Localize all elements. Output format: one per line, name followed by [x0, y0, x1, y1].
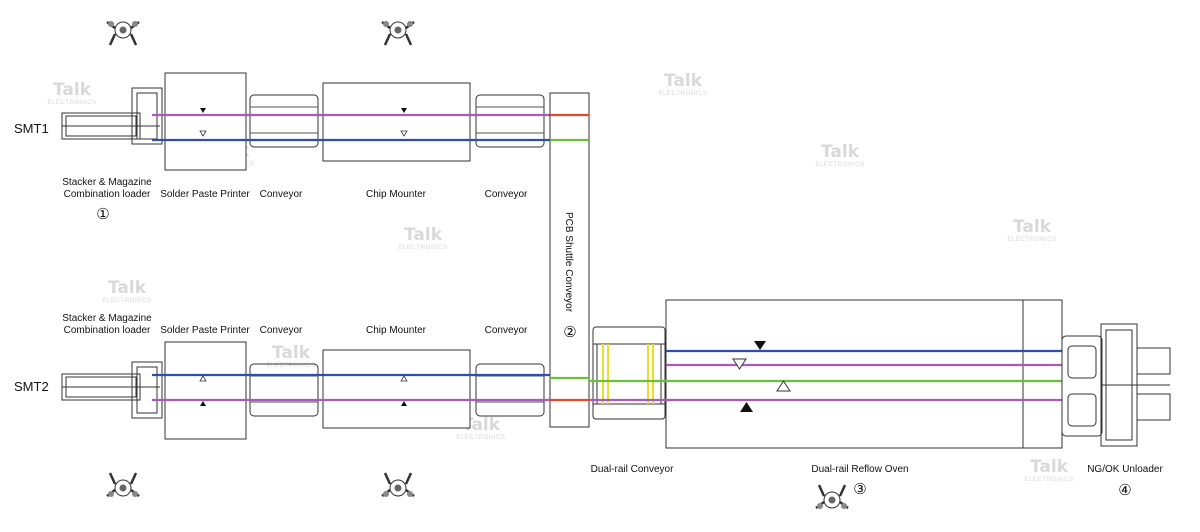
svg-text:ELECTRONICS: ELECTRONICS [266, 363, 315, 369]
smt1-printer-label: Solder Paste Printer [160, 189, 250, 200]
smt1-printer [164, 72, 247, 171]
triangle-marker-icon [199, 130, 207, 137]
smt2-printer-label: Solder Paste Printer [160, 325, 250, 336]
watermark: Talk ELECTRONICS [456, 415, 505, 441]
svg-text:Talk: Talk [664, 71, 703, 91]
svg-text:Talk: Talk [272, 343, 311, 363]
pcb-shuttle-conveyor: PCB Shuttle Conveyor ② [549, 92, 590, 428]
svg-text:Talk: Talk [1013, 217, 1052, 237]
smt1-mounter-label: Chip Mounter [366, 189, 427, 200]
smt1-conveyor-b-label: Conveyor [485, 189, 528, 200]
smt2-conveyor-a [249, 363, 319, 417]
svg-text:ELECTRONICS: ELECTRONICS [47, 100, 96, 106]
watermark: Talk ELECTRONICS [266, 343, 315, 369]
triangle-marker-icon [200, 108, 206, 113]
triangle-marker-icon [401, 401, 407, 406]
operator-icon [381, 21, 415, 46]
svg-text:ELECTRONICS: ELECTRONICS [658, 91, 707, 97]
smt1-loader-label-2: Combination loader [64, 189, 151, 200]
triangle-marker-icon [200, 401, 206, 406]
watermark: Talk ELECTRONICS [398, 225, 447, 251]
smt2-loader-label-2: Combination loader [64, 325, 151, 336]
smt1-conveyor-a-label: Conveyor [260, 189, 303, 200]
svg-text:Talk: Talk [404, 225, 443, 245]
smt1-mounter [322, 82, 471, 162]
ng-ok-unloader [1061, 323, 1171, 447]
shuttle-label: PCB Shuttle Conveyor [563, 212, 574, 313]
triangle-marker-icon [740, 402, 753, 412]
smt2-conveyor-b [475, 363, 545, 417]
svg-text:Talk: Talk [821, 142, 860, 162]
operator-icon [106, 472, 140, 497]
triangle-marker-icon [199, 375, 207, 382]
smt2-mounter-label: Chip Mounter [366, 325, 427, 336]
operator-icon [381, 472, 415, 497]
triangle-marker-icon [776, 380, 791, 392]
dual-rail-conveyor [592, 326, 666, 420]
smt1-conveyor-b [475, 94, 545, 148]
operator-icon [106, 21, 140, 46]
dual-rail-reflow-oven [665, 299, 1063, 449]
svg-text:ELECTRONICS: ELECTRONICS [1024, 477, 1073, 483]
smt1-label: SMT1 [14, 121, 49, 136]
watermark: Talk ELECTRONICS [1007, 217, 1056, 243]
watermark: Talk ELECTRONICS [815, 142, 864, 168]
smt2-conveyor-b-label: Conveyor [485, 325, 528, 336]
svg-text:Talk: Talk [462, 415, 501, 435]
svg-text:ELECTRONICS: ELECTRONICS [102, 298, 151, 304]
watermark: Talk ELECTRONICS [102, 278, 151, 304]
svg-text:ELECTRONICS: ELECTRONICS [815, 162, 864, 168]
smt2-loader-label-1: Stacker & Magazine [62, 313, 152, 324]
operator-icon [815, 484, 849, 509]
smt2-mounter [322, 349, 471, 429]
marker-1: ① [96, 205, 109, 223]
triangle-marker-icon [400, 130, 408, 137]
smt1-conveyor-a [249, 94, 319, 148]
unloader-label: NG/OK Unloader [1087, 464, 1163, 475]
smt2-conveyor-a-label: Conveyor [260, 325, 303, 336]
smt2-label: SMT2 [14, 379, 49, 394]
marker-2: ② [563, 323, 576, 341]
svg-text:ELECTRONICS: ELECTRONICS [1007, 237, 1056, 243]
triangle-marker-icon [732, 358, 747, 370]
svg-text:ELECTRONICS: ELECTRONICS [456, 435, 505, 441]
svg-text:ELECTRONICS: ELECTRONICS [398, 245, 447, 251]
marker-4: ④ [1118, 481, 1131, 499]
dual-rail-conveyor-label: Dual-rail Conveyor [591, 464, 674, 475]
smt1-loader-label-1: Stacker & Magazine [62, 177, 152, 188]
svg-text:Talk: Talk [53, 80, 92, 100]
smt2-loader [61, 361, 163, 419]
svg-text:Talk: Talk [108, 278, 147, 298]
watermark: Talk ELECTRONICS [658, 71, 707, 97]
triangle-marker-icon [754, 341, 766, 350]
smt2-printer [164, 341, 247, 440]
watermark: Talk ELECTRONICS [1024, 457, 1073, 483]
triangle-marker-icon [401, 108, 407, 113]
watermark: Talk ELECTRONICS [47, 80, 96, 106]
marker-3: ③ [853, 480, 866, 498]
triangle-marker-icon [400, 375, 408, 382]
reflow-oven-label: Dual-rail Reflow Oven [811, 464, 908, 475]
svg-text:Talk: Talk [1030, 457, 1069, 477]
